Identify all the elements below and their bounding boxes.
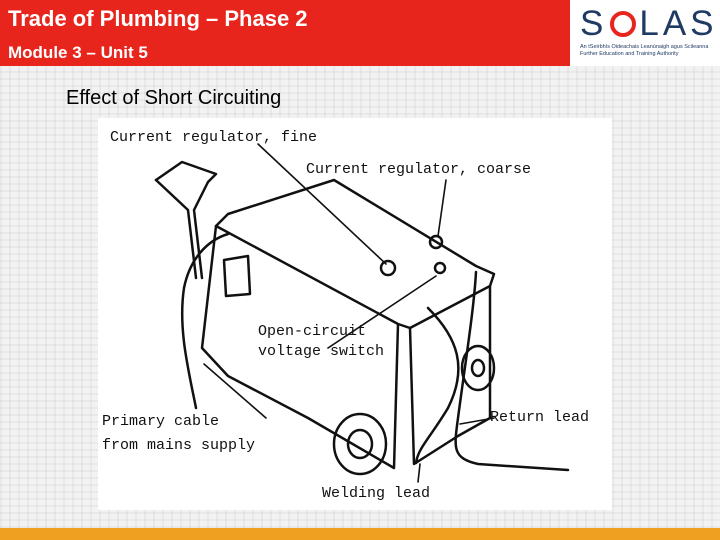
module-subtitle: Module 3 – Unit 5 [8,43,148,62]
header-bar: Trade of Plumbing – Phase 2 Module 3 – U… [0,0,570,66]
label-return-lead: Return lead [490,409,590,426]
label-welding-lead: Welding lead [322,485,431,502]
label-primary-cable-line2: from mains supply [102,437,256,454]
footer-bar [0,528,720,540]
course-title: Trade of Plumbing – Phase 2 [8,6,308,31]
label-current-regulator-coarse: Current regulator, coarse [306,161,532,178]
label-open-circuit-line1: Open-circuit [258,323,367,340]
logo-o-ring [610,11,637,37]
label-current-regulator-fine: Current regulator, fine [110,129,318,146]
welding-machine-diagram: Current regulator, fine Current regulato… [98,118,612,510]
slide-title: Effect of Short Circuiting [66,87,282,109]
label-primary-cable-line1: Primary cable [102,413,220,430]
logo-tagline: An tSeirbhís Oideachais Leanúnaigh agus … [580,44,709,57]
welding-machine-drawing [154,143,570,483]
handle-shape [154,160,218,280]
label-open-circuit-line2: voltage switch [258,343,385,360]
